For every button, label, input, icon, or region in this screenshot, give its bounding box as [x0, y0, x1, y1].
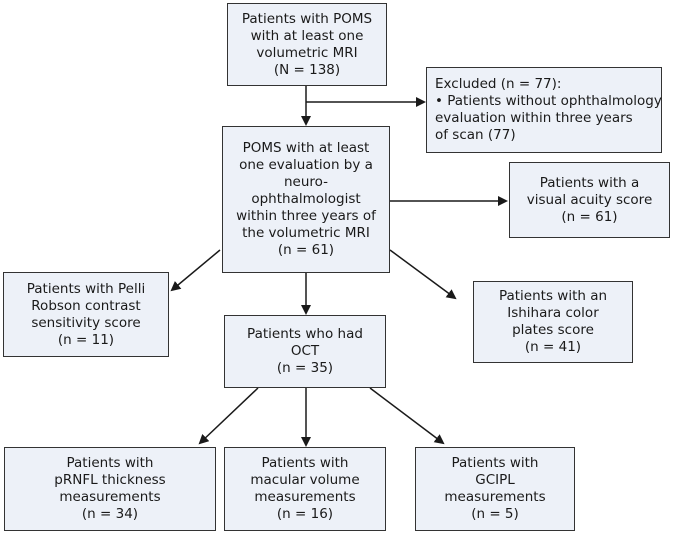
box-text-line: Excluded (n = 77): — [435, 76, 562, 92]
box-text-line: measurements — [59, 489, 161, 505]
box-text-line: (N = 138) — [273, 61, 341, 78]
box-text-line: Robson contrast — [31, 297, 141, 314]
box-text-line: (n = 11) — [57, 331, 115, 348]
arrow-neuro-to-ishihara — [389, 249, 457, 300]
box-text-line: macular volume — [250, 472, 360, 488]
box-text-line: OCT — [290, 343, 320, 359]
box-text-line: within three years of — [236, 208, 376, 224]
box-text-line: neuro- — [283, 174, 329, 190]
box-text-line: POMS with at least — [242, 140, 370, 156]
box-text-line: with at least one — [250, 27, 364, 44]
box-text-line: plates score — [512, 322, 594, 338]
box-text-line: (n = 41) — [524, 339, 582, 355]
box-text-line: Patients with POMS — [241, 10, 373, 27]
arrow-oct-to-prnfl — [198, 387, 259, 445]
arrow-neuro-to-pelli-robson — [170, 249, 221, 292]
box-text-line: Patients with — [451, 455, 539, 471]
box-text-line: Patients with Pelli — [26, 280, 146, 297]
box-text-line: sensitivity score — [31, 314, 141, 331]
box-text-line: GCIPL — [475, 472, 515, 488]
box-text-line: pRNFL thickness — [54, 472, 166, 488]
box-text-line: Patients with — [261, 455, 349, 471]
box-text-line: Patients who had — [247, 326, 363, 342]
box-text-line: (n = 61) — [277, 242, 335, 258]
box-text-line: Ishihara color — [507, 305, 599, 321]
box-text-line: Patients with an — [498, 288, 608, 304]
box-text-line: ophthalmologist — [251, 191, 361, 207]
box-text-line: volumetric MRI — [256, 44, 358, 61]
box-text-line: (n = 35) — [276, 360, 334, 376]
box-text-line: Patients with a — [539, 174, 640, 191]
box-text-line: visual acuity score — [526, 191, 653, 208]
box-text-line: evaluation within three years — [435, 110, 633, 126]
box-text-line: the volumetric MRI — [242, 225, 370, 241]
box-text-line: (n = 61) — [561, 208, 618, 225]
box-text-line: measurements — [254, 489, 356, 505]
box-text-line: Patients with — [66, 455, 154, 471]
box-text-line: • Patients without ophthalmology — [435, 93, 662, 109]
box-text-line: one evaluation by a — [239, 157, 373, 173]
box-text-line: (n = 5) — [471, 506, 519, 522]
arrow-oct-to-gcipl — [369, 387, 445, 445]
box-text-line: measurements — [444, 489, 546, 505]
box-text-line: (n = 34) — [81, 506, 139, 522]
box-text-line: (n = 16) — [276, 506, 334, 522]
excluded-box: Excluded (n = 77):• Patients without oph… — [426, 67, 662, 153]
box-text-line: of scan (77) — [435, 127, 516, 143]
